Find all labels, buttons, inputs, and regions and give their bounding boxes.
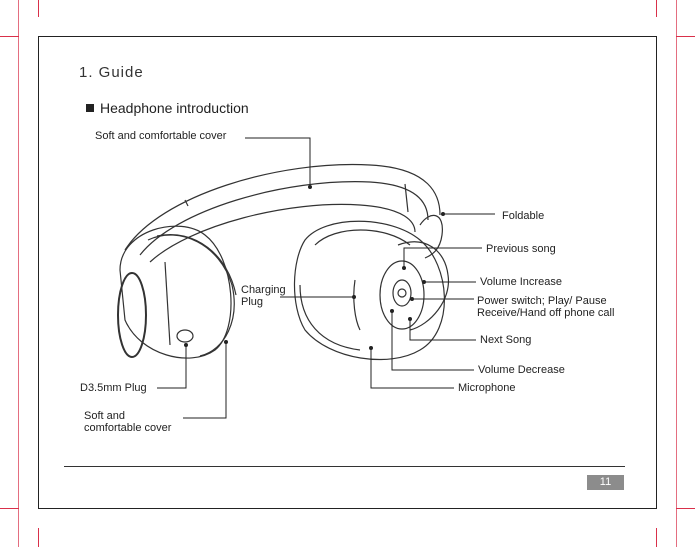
- label-microphone: Microphone: [458, 382, 516, 394]
- crop-mark-bottom-left-v: [38, 528, 39, 547]
- crop-mark-right-mid-v: [676, 0, 677, 547]
- square-bullet-icon: [86, 104, 94, 113]
- crop-mark-left-top-h: [0, 36, 19, 37]
- guide-title: 1. Guide: [79, 64, 144, 81]
- leader-soft-cover-bottom: [183, 342, 227, 419]
- crop-mark-right-top-h: [676, 36, 695, 37]
- leader-volume-decrease: [391, 312, 474, 371]
- crop-mark-left-mid-v: [18, 0, 19, 547]
- label-next-song: Next Song: [480, 334, 532, 346]
- right-earcup: [293, 220, 450, 361]
- left-earcup: [117, 225, 237, 359]
- page-frame: [38, 36, 657, 509]
- crop-mark-left-bottom-h: [0, 508, 19, 509]
- label-previous-song: Previous song: [486, 243, 556, 255]
- label-soft-cover-bottom: Soft and comfortable cover: [84, 410, 172, 434]
- label-charging-plug: Charging Plug: [241, 284, 286, 308]
- crop-mark-bottom-right-v: [656, 528, 657, 547]
- page-number-badge: 11: [587, 475, 624, 490]
- leader-d35-plug: [157, 345, 187, 389]
- section-heading: Headphone introduction: [86, 100, 249, 116]
- leader-soft-cover-top: [245, 137, 311, 186]
- label-volume-increase: Volume Increase: [480, 276, 562, 288]
- label-soft-cover-top: Soft and comfortable cover: [95, 130, 227, 142]
- footer-rule: [64, 466, 625, 467]
- crop-mark-top-right-v: [656, 0, 657, 17]
- label-power-switch: Power switch; Play/ Pause Receive/Hand o…: [477, 295, 615, 319]
- label-volume-decrease: Volume Decrease: [478, 364, 565, 376]
- headband: [124, 163, 441, 263]
- crop-mark-top-left-v: [38, 0, 39, 17]
- crop-mark-right-bottom-h: [676, 508, 695, 509]
- leader-next-song: [409, 320, 476, 341]
- label-d35-plug: D3.5mm Plug: [80, 382, 147, 394]
- section-heading-text: Headphone introduction: [100, 100, 249, 116]
- leader-microphone: [370, 348, 454, 389]
- label-foldable: Foldable: [502, 210, 545, 222]
- leader-previous-song: [403, 247, 482, 267]
